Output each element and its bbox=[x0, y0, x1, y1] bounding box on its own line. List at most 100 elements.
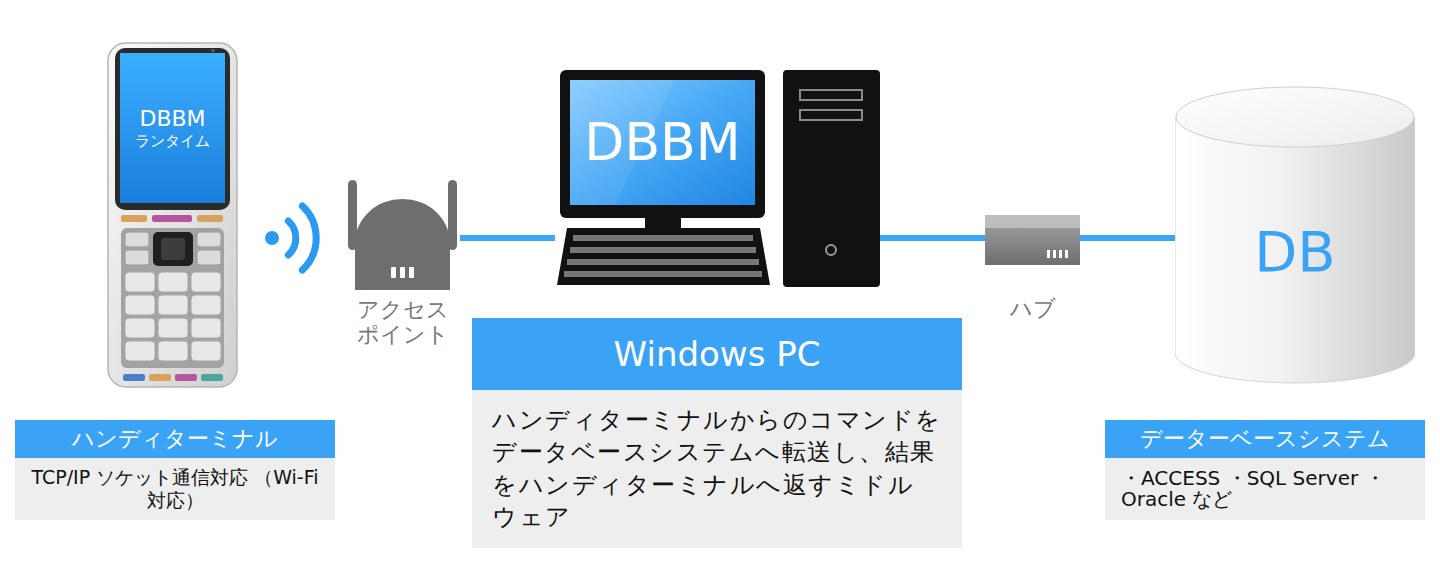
handy-terminal: DBBMランタイム bbox=[105, 40, 240, 390]
network-hub-art bbox=[985, 212, 1080, 267]
key-row bbox=[570, 247, 756, 253]
nav-key bbox=[153, 232, 193, 266]
text-holder: アクセス ポイント bbox=[345, 175, 460, 348]
key-row bbox=[573, 235, 753, 241]
led-bar bbox=[391, 267, 396, 278]
keypad-bed bbox=[121, 228, 224, 368]
text-holder: ハンディターミナル bbox=[25, 426, 325, 452]
number-key bbox=[125, 272, 155, 292]
band-title: ハンディターミナル bbox=[25, 426, 325, 452]
port-mark bbox=[1047, 250, 1050, 258]
camera-dot bbox=[212, 49, 215, 52]
monitor-screen bbox=[570, 80, 755, 205]
pc-tower bbox=[783, 70, 880, 287]
side-key bbox=[197, 250, 221, 265]
text-holder: DB bbox=[1175, 147, 1415, 357]
screen-glare bbox=[570, 80, 675, 205]
color-key bbox=[123, 374, 145, 381]
node-label: DBBM bbox=[584, 114, 740, 171]
number-key bbox=[191, 295, 221, 315]
key-row bbox=[567, 259, 759, 265]
network-hub: ハブ bbox=[985, 212, 1080, 321]
color-key bbox=[149, 374, 171, 381]
list-box: ・ACCESS ・SQL Server ・Oracle など bbox=[1105, 458, 1425, 520]
text-holder: データーベースシステム bbox=[1115, 426, 1415, 452]
side-key bbox=[125, 250, 149, 265]
text-holder: TCP/IP ソケット通信対応 （Wi-Fi 対応） bbox=[25, 466, 325, 512]
text-holder: DBBM bbox=[570, 80, 755, 205]
database-cylinder: DB bbox=[1175, 85, 1415, 385]
text-holder: ハブ bbox=[985, 212, 1080, 321]
description-box: ハンディターミナルからのコマンドを データベースシステムへ転送し、結果 をハンデ… bbox=[472, 390, 962, 548]
access-point-art bbox=[345, 175, 460, 295]
drive-bay bbox=[800, 90, 862, 100]
title-band: Windows PC bbox=[472, 318, 962, 390]
drive-bay bbox=[800, 110, 862, 120]
network-cable bbox=[880, 235, 985, 241]
handy-terminal-art bbox=[105, 40, 240, 390]
power-button bbox=[826, 245, 836, 255]
network-cable bbox=[1080, 235, 1175, 241]
title-band: データーベースシステム bbox=[1105, 420, 1425, 458]
node-label: DB bbox=[1254, 221, 1336, 283]
port-mark bbox=[1053, 250, 1056, 258]
database-body bbox=[1175, 117, 1415, 383]
note-text: TCP/IP ソケット通信対応 （Wi-Fi 対応） bbox=[25, 466, 325, 512]
terminal-body bbox=[108, 43, 237, 387]
note-text: ・ACCESS ・SQL Server ・Oracle など bbox=[1121, 468, 1409, 510]
band-title: データーベースシステム bbox=[1115, 426, 1415, 452]
number-key bbox=[158, 341, 188, 361]
monitor-frame bbox=[560, 70, 765, 218]
hub-top bbox=[985, 215, 1080, 228]
monitor-neck bbox=[645, 218, 681, 228]
wifi-arc bbox=[288, 221, 296, 255]
text-holder: ハンディターミナルからのコマンドを データベースシステムへ転送し、結果 をハンデ… bbox=[492, 404, 942, 534]
terminal-screen bbox=[120, 53, 225, 203]
number-key bbox=[191, 341, 221, 361]
keyboard bbox=[557, 228, 770, 285]
wifi-arc bbox=[302, 206, 316, 270]
network-cable bbox=[460, 235, 555, 241]
node-label: DBBM bbox=[139, 106, 205, 132]
number-key bbox=[158, 318, 188, 338]
node-label: アクセス ポイント bbox=[345, 297, 460, 348]
number-key bbox=[125, 341, 155, 361]
text-holder: Windows PC bbox=[482, 334, 952, 375]
band-title: Windows PC bbox=[482, 334, 952, 375]
access-point: アクセス ポイント bbox=[345, 175, 460, 348]
color-key bbox=[201, 374, 223, 381]
number-key bbox=[158, 272, 188, 292]
side-key bbox=[197, 232, 221, 247]
number-key bbox=[125, 295, 155, 315]
led-bar bbox=[409, 267, 414, 278]
windows-pc: DBBM bbox=[555, 65, 880, 287]
key-row bbox=[564, 271, 762, 277]
hub-body bbox=[985, 215, 1080, 265]
database-top bbox=[1176, 87, 1414, 147]
text-holder: DBBMランタイム bbox=[120, 53, 225, 203]
port-mark bbox=[1065, 250, 1068, 258]
screen-frame bbox=[115, 48, 230, 210]
number-key bbox=[191, 318, 221, 338]
note-box: TCP/IP ソケット通信対応 （Wi-Fi 対応） bbox=[15, 458, 335, 520]
wifi-signal bbox=[265, 206, 316, 270]
node-label: ハブ bbox=[985, 296, 1080, 321]
number-key bbox=[191, 272, 221, 292]
text-holder: ・ACCESS ・SQL Server ・Oracle など bbox=[1121, 468, 1409, 510]
number-key bbox=[125, 318, 155, 338]
side-key bbox=[125, 232, 149, 247]
function-key bbox=[197, 215, 223, 222]
title-band: ハンディターミナル bbox=[15, 420, 335, 458]
function-key bbox=[152, 215, 192, 222]
color-key bbox=[175, 374, 197, 381]
wifi-dot bbox=[265, 231, 279, 245]
access-point-body bbox=[355, 199, 450, 290]
function-key bbox=[121, 215, 147, 222]
nav-key-center bbox=[161, 238, 185, 260]
led-bar bbox=[400, 267, 405, 278]
number-key bbox=[158, 295, 188, 315]
node-label: ランタイム bbox=[135, 132, 210, 150]
note-text: ハンディターミナルからのコマンドを データベースシステムへ転送し、結果 をハンデ… bbox=[492, 404, 942, 534]
